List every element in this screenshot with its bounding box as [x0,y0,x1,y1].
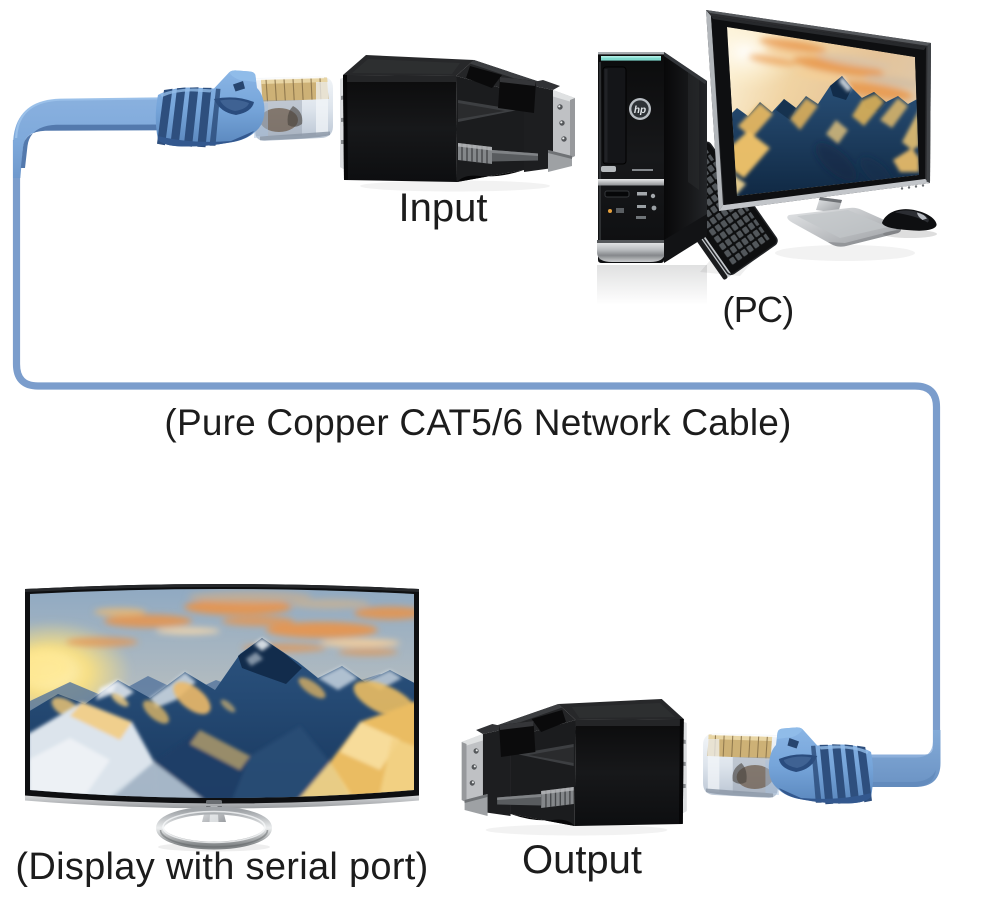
label-display: (Display with serial port) [15,846,429,888]
display-monitor [25,584,419,852]
vga-adapter-input [339,54,576,193]
pc-monitor [706,10,931,247]
pc-group: hp [597,10,937,305]
label-input: Input [398,186,488,230]
label-output: Output [521,838,643,882]
rj45-plug-input [155,69,334,148]
display-stand [156,806,272,852]
cable-line [12,140,941,758]
hp-logo-text: hp [634,105,646,116]
vga-adapter-output [461,698,688,837]
label-pc: (PC) [722,289,794,330]
mouse [882,209,937,238]
rj45-plug-output [702,726,874,805]
pc-tower: hp [597,52,707,263]
label-cable: (Pure Copper CAT5/6 Network Cable) [164,402,792,443]
